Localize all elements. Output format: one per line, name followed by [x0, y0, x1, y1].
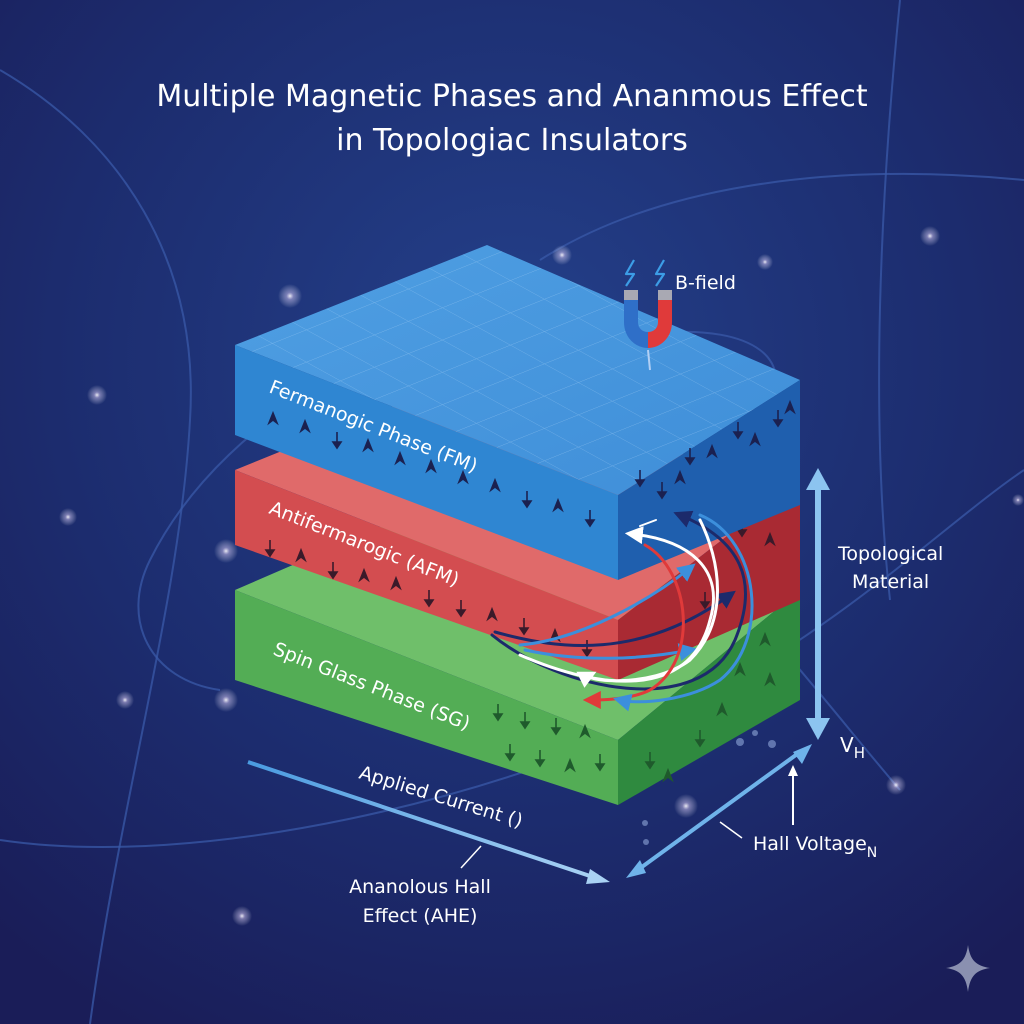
lightning-bolt-icon	[624, 259, 666, 287]
field-line-blue-2	[523, 643, 698, 661]
field-line-white-2	[518, 526, 715, 683]
field-line-navy-2	[490, 510, 748, 691]
topological-material-label-2: Material	[852, 571, 929, 593]
ahe-label-1: Ananolous Hall	[349, 876, 491, 898]
hall-voltage-arrow	[626, 744, 812, 878]
hall-voltage-pointer	[788, 765, 798, 825]
sparkle-star-icon	[946, 945, 990, 992]
hall-voltage-main: Hall Voltage	[753, 833, 867, 855]
field-tick	[639, 519, 657, 527]
title-line-2: in Topologiac Insulators	[336, 123, 688, 158]
sg-side-face	[618, 590, 800, 805]
fm-top-grid	[235, 245, 800, 495]
field-line-blue-3	[613, 513, 754, 712]
hall-voltage-leader	[719, 821, 743, 839]
hall-voltage-label: Hall VoltageN	[753, 833, 877, 861]
title-block: Multiple Magnetic Phases and Ananmous Ef…	[156, 79, 868, 158]
b-field-label: B-field	[675, 272, 736, 294]
title-line-1: Multiple Magnetic Phases and Ananmous Ef…	[156, 79, 868, 114]
ahe-label-2: Effect (AHE)	[363, 905, 478, 927]
fm-front-face	[235, 345, 618, 580]
hall-voltage-sub: N	[867, 845, 877, 861]
field-line-red	[582, 543, 685, 709]
applied-current-arrow	[247, 760, 610, 884]
vh-main: V	[840, 733, 854, 757]
topological-material-arrow	[806, 468, 830, 740]
hall-field-lines	[490, 510, 754, 712]
sparkles	[59, 226, 1024, 926]
afm-spin-arrows	[264, 520, 776, 658]
vh-label: VH	[840, 733, 865, 762]
horseshoe-magnet-icon	[624, 290, 672, 371]
ahe-leader	[460, 845, 482, 869]
sg-spin-arrows	[492, 631, 776, 783]
fm-side-face	[618, 380, 800, 580]
vh-sub: H	[854, 744, 865, 762]
layer-ferromagnetic: Fermanogic Phase (FM)	[235, 245, 800, 580]
sg-front-face	[235, 590, 618, 805]
field-line-navy-1	[493, 590, 736, 647]
topological-material-label-1: Topological	[837, 543, 943, 565]
fm-spin-arrows	[267, 399, 796, 528]
